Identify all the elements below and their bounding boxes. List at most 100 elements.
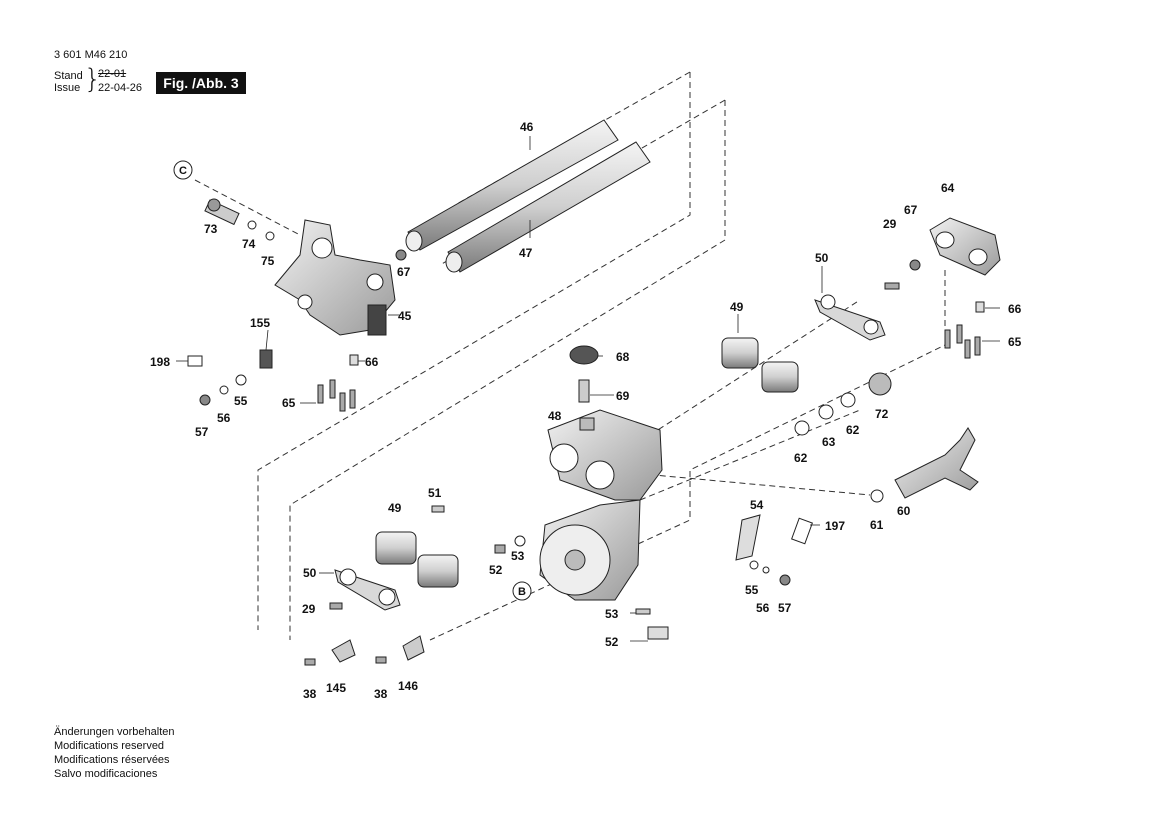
label-197: 197 <box>825 519 845 533</box>
label-73: 73 <box>204 222 218 236</box>
label-72: 72 <box>875 407 889 421</box>
spacer-66-left <box>349 354 359 366</box>
label-198: 198 <box>150 355 170 369</box>
label-45: 45 <box>398 309 412 323</box>
pin-53-lower <box>635 608 651 615</box>
key-155 <box>259 349 273 369</box>
label-48: 48 <box>548 409 562 423</box>
screw-29-left <box>329 602 343 610</box>
document-number: 3 601 M46 210 <box>54 49 128 61</box>
label-68: 68 <box>616 350 630 364</box>
callout-c: C <box>173 160 193 180</box>
pin-51 <box>431 505 445 513</box>
pin-52-lower <box>647 626 669 640</box>
label-56-right: 56 <box>756 601 770 615</box>
modifications-line-en: Modifications reserved <box>54 740 165 752</box>
screw-38-a <box>304 658 316 666</box>
label-52-lower: 52 <box>605 635 619 649</box>
part-number-labels: 46 47 73 74 75 67 45 155 198 66 55 56 57… <box>150 120 1022 701</box>
label-49-left: 49 <box>388 501 402 515</box>
washer-53-left <box>514 535 526 547</box>
housing-48 <box>547 409 663 501</box>
stand-label: Stand <box>54 70 83 82</box>
washer-55-left <box>235 374 247 386</box>
label-57-right: 57 <box>778 601 792 615</box>
screw-57-right <box>779 574 791 586</box>
plate-50-right <box>814 294 886 341</box>
washer-56-left <box>219 385 229 395</box>
label-53-lower: 53 <box>605 607 619 621</box>
wheel-housing <box>539 499 641 601</box>
leader-lines <box>176 136 1000 642</box>
label-65-right: 65 <box>1008 335 1022 349</box>
spring-69 <box>578 379 590 403</box>
label-62-a: 62 <box>794 451 808 465</box>
nut-67-left <box>395 249 407 261</box>
label-60: 60 <box>897 504 911 518</box>
clip-145 <box>331 639 356 663</box>
end-cap-64 <box>929 217 1001 276</box>
label-155: 155 <box>250 316 270 330</box>
label-61: 61 <box>870 518 884 532</box>
modifications-line-fr: Modifications réservées <box>54 754 170 766</box>
roller-49-right <box>721 337 799 393</box>
screw-57-left <box>199 394 211 406</box>
washer-62-b <box>794 420 810 436</box>
label-67-right: 67 <box>904 203 918 217</box>
washer-62-a <box>840 392 856 408</box>
brace-glyph: } <box>84 64 102 95</box>
modifications-line-de: Änderungen vorbehalten <box>54 726 175 738</box>
plate-50-left <box>334 568 401 611</box>
label-51: 51 <box>428 486 442 500</box>
issue-label: Issue <box>54 82 81 94</box>
label-57-left: 57 <box>195 425 209 439</box>
clip-146 <box>402 635 425 661</box>
label-54: 54 <box>750 498 764 512</box>
label-53-left: 53 <box>511 549 525 563</box>
label-50-right: 50 <box>815 251 829 265</box>
label-198 <box>187 355 203 367</box>
label-66-left: 66 <box>365 355 379 369</box>
shaft-60 <box>894 427 979 499</box>
label-63: 63 <box>822 435 836 449</box>
stand-date: 22-01 <box>98 68 127 80</box>
washer-56-right <box>762 566 770 574</box>
label-56-left: 56 <box>217 411 231 425</box>
washer-55-right <box>749 560 759 570</box>
washer-61 <box>870 489 884 503</box>
lever-54 <box>735 514 761 561</box>
screws-65-left <box>317 379 356 412</box>
issue-date: 22-04-26 <box>98 82 143 94</box>
modifications-notice: Änderungen vorbehalten Modifications res… <box>54 725 174 781</box>
callout-b: B <box>512 581 532 601</box>
screw-38-b <box>375 656 387 664</box>
tube-46 <box>405 119 619 252</box>
label-69: 69 <box>616 389 630 403</box>
knob-68 <box>569 345 599 365</box>
washer-63 <box>818 404 834 420</box>
nut-72 <box>868 372 892 396</box>
label-49-right: 49 <box>730 300 744 314</box>
label-75: 75 <box>261 254 275 268</box>
modifications-line-es: Salvo modificaciones <box>54 768 158 780</box>
svg-text:B: B <box>518 586 526 598</box>
nut-67-right <box>909 259 921 271</box>
tube-47 <box>445 141 651 273</box>
label-145: 145 <box>326 681 346 695</box>
clip-75 <box>265 231 275 241</box>
label-74: 74 <box>242 237 256 251</box>
label-50-left: 50 <box>303 566 317 580</box>
label-29-right: 29 <box>883 217 897 231</box>
label-64: 64 <box>941 181 955 195</box>
screw-52-left <box>494 544 506 554</box>
label-67-left: 67 <box>397 265 411 279</box>
label-38-a: 38 <box>303 687 317 701</box>
label-55-right: 55 <box>745 583 759 597</box>
roller-49-left <box>375 531 459 588</box>
screw-29-right <box>884 282 900 290</box>
left-bracket-45 <box>274 219 396 336</box>
label-38-b: 38 <box>374 687 388 701</box>
svg-text:C: C <box>179 165 187 177</box>
figure-badge: Fig. /Abb. 3 <box>156 72 246 94</box>
